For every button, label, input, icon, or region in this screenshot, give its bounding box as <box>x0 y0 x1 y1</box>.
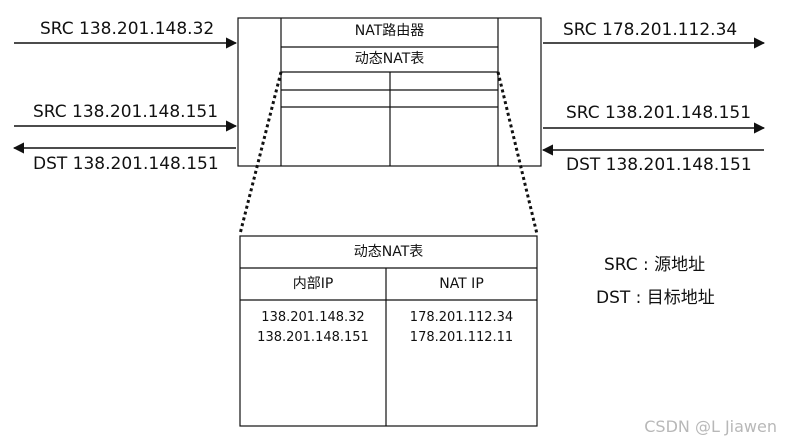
left-dst2-label: DST 138.201.148.151 <box>33 154 219 174</box>
right-src2-label: SRC 138.201.148.151 <box>566 103 752 123</box>
col-header-nat-ip: NAT IP <box>439 276 484 292</box>
right-dst2-label: DST 138.201.148.151 <box>566 155 752 175</box>
col-header-inner-ip: 内部IP <box>292 276 334 292</box>
watermark: CSDN @L Jiawen <box>644 417 777 436</box>
right-src1-label: SRC 178.201.112.34 <box>563 20 738 40</box>
legend-dst: DST : 目标地址 <box>596 288 715 308</box>
left-src2-label: SRC 138.201.148.151 <box>33 102 219 122</box>
nat-table-box <box>239 235 538 427</box>
router-title: NAT路由器 <box>354 23 425 39</box>
nat-ip-row-2: 178.201.112.11 <box>409 330 514 345</box>
zoom-line-left <box>238 71 283 235</box>
nat-table-title: 动态NAT表 <box>353 244 424 260</box>
inner-ip-row-1: 138.201.148.32 <box>261 310 365 325</box>
router-table-label: 动态NAT表 <box>354 51 425 67</box>
nat-router-box <box>237 17 542 167</box>
nat-ip-row-1: 178.201.112.34 <box>409 310 514 325</box>
inner-ip-row-2: 138.201.148.151 <box>257 330 369 345</box>
left-src1-label: SRC 138.201.148.32 <box>40 19 215 39</box>
legend-src: SRC : 源地址 <box>604 255 706 275</box>
zoom-line-right <box>496 71 539 235</box>
